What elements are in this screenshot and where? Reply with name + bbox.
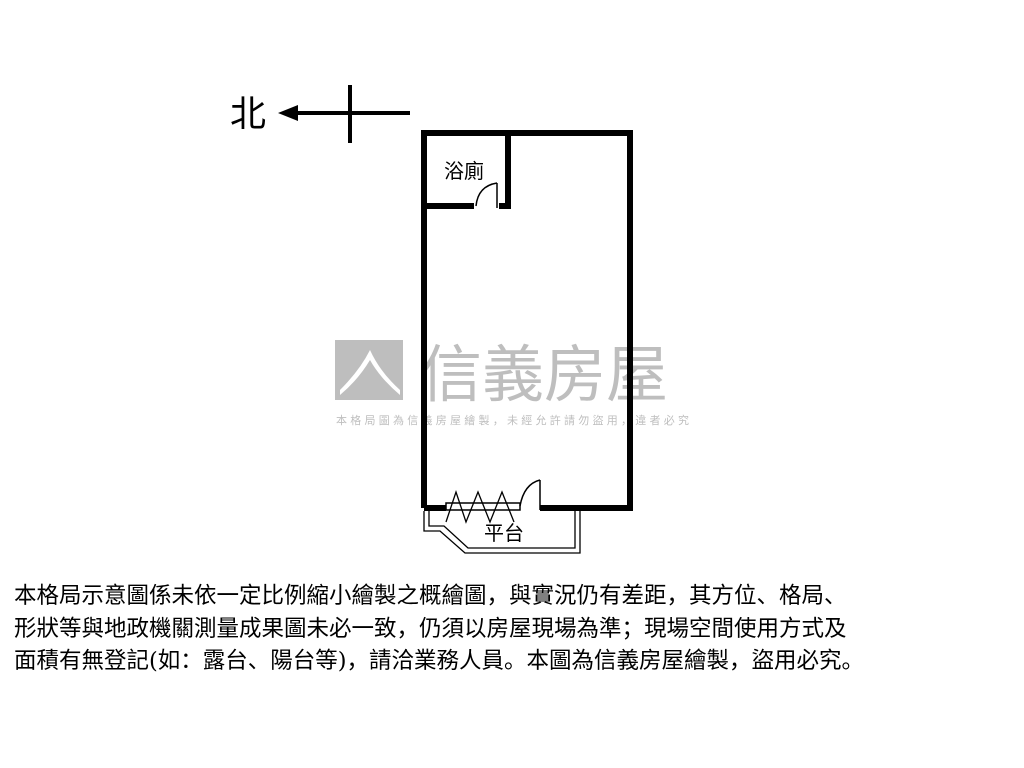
watermark-logo: 信義房屋 本格局圖為信義房屋繪製，未經允許請勿盜用，違者必究	[335, 338, 689, 427]
balcony-label: 平台	[484, 521, 524, 545]
sliding-window	[445, 489, 521, 524]
bathroom-label: 浴廁	[444, 159, 484, 183]
watermark-brand: 信義房屋	[420, 338, 668, 411]
disclaimer-line: 形狀等與地政機關測量成果圖未必一致，仍須以房屋現場為準；現場空間使用方式及	[14, 615, 847, 642]
watermark-notice: 本格局圖為信義房屋繪製，未經允許請勿盜用，違者必究	[336, 413, 689, 427]
disclaimer-line: 面積有無登記(如：露台、陽台等)，請洽業務人員。本圖為信義房屋繪製，盜用必究。	[14, 648, 865, 674]
walls	[421, 130, 633, 511]
north-label: 北	[230, 94, 266, 135]
north-compass: 北	[230, 85, 410, 143]
disclaimer-line: 本格局示意圖係未依一定比例縮小繪製之概繪圖，與實況仍有差距，其方位、格局、	[14, 583, 847, 609]
balcony-outline	[423, 511, 581, 554]
entry-door	[519, 479, 541, 510]
disclaimer: 本格局示意圖係未依一定比例縮小繪製之概繪圖，與實況仍有差距，其方位、格局、 形狀…	[14, 580, 1019, 678]
bathroom-door	[475, 182, 498, 208]
